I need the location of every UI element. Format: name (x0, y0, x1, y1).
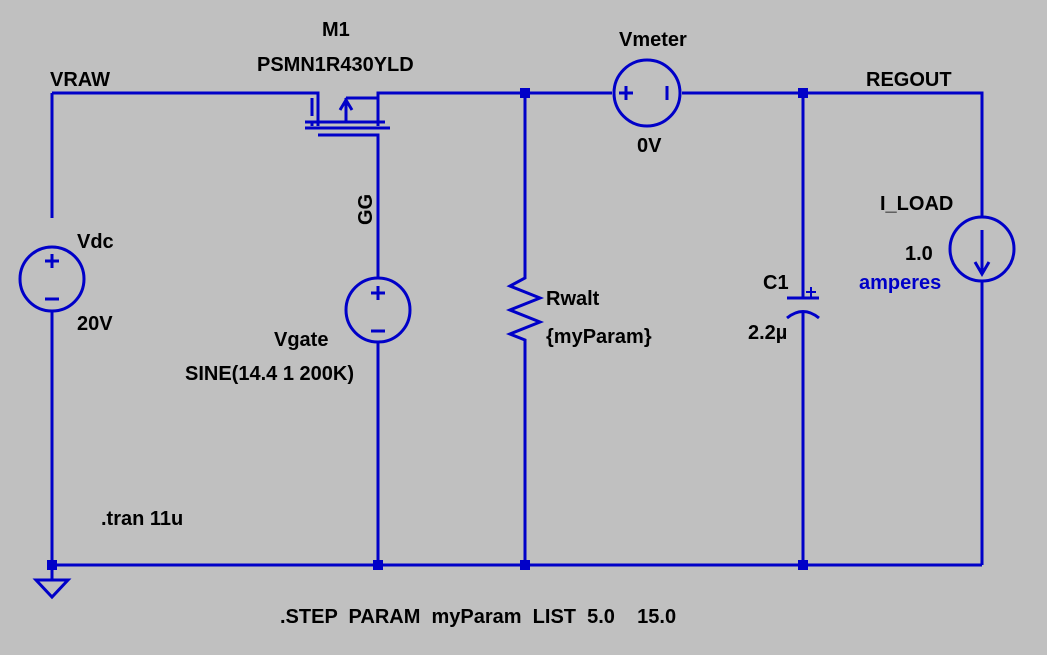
vmeter-ref-label: Vmeter (619, 29, 687, 51)
net-label-gg: GG (355, 194, 377, 225)
ground-symbol (32, 578, 72, 600)
resistor-rwalt[interactable] (505, 268, 545, 348)
mosfet-m1[interactable] (305, 96, 390, 130)
wire-gate-gg (318, 133, 380, 278)
c1-value-label: 2.2µ (748, 322, 787, 344)
wire-source-node (376, 91, 612, 126)
step-directive: .STEP PARAM myParam LIST 5.0 15.0 (280, 606, 676, 628)
junction-dot (520, 560, 530, 570)
junction-dot (798, 560, 808, 570)
junctions (47, 88, 808, 570)
wire-vraw-top (52, 91, 320, 126)
vgate-source-body (344, 276, 412, 344)
junction-dot (798, 88, 808, 98)
arrow-down-icon (973, 230, 991, 277)
junction-dot (47, 560, 57, 570)
i-load-value-label: 1.0 (905, 243, 933, 265)
i-load-unit-label: amperes (859, 272, 941, 294)
i-load-ref-label: I_LOAD (880, 193, 953, 215)
vgate-value-label: SINE(14.4 1 200K) (185, 363, 354, 385)
labels: VRAW REGOUT GG M1 PSMN1R430YLD Vmeter 0V… (50, 19, 953, 628)
wires (50, 91, 984, 580)
capacitor-c1[interactable] (786, 287, 820, 320)
junction-dot (373, 560, 383, 570)
rwalt-value-label: {myParam} (546, 326, 652, 348)
plus-icon (371, 286, 385, 300)
m1-ref-label: M1 (322, 19, 350, 41)
rwalt-ref-label: Rwalt (546, 288, 600, 310)
vmeter-source-body (612, 58, 682, 128)
vdc-value-label: 20V (77, 313, 113, 335)
capacitor-plate-bottom (786, 310, 820, 320)
net-label-regout: REGOUT (866, 69, 952, 91)
vmeter-value-label: 0V (637, 135, 662, 157)
vgate-ref-label: Vgate (274, 329, 328, 351)
junction-dot (520, 88, 530, 98)
tran-directive: .tran 11u (101, 508, 183, 530)
vdc-source[interactable] (18, 245, 86, 313)
vdc-source-body (18, 245, 86, 313)
vmeter-source[interactable] (612, 58, 682, 128)
m1-value-label: PSMN1R430YLD (257, 54, 414, 76)
i-load-source[interactable] (948, 215, 1016, 283)
c1-ref-label: C1 (763, 272, 789, 294)
vgate-source[interactable] (344, 276, 412, 344)
plus-icon (619, 86, 633, 100)
vdc-ref-label: Vdc (77, 231, 114, 253)
plus-icon (806, 287, 816, 297)
arrow-up-icon (338, 97, 354, 111)
wire-regout (682, 91, 984, 218)
net-label-vraw: VRAW (50, 69, 110, 91)
plus-icon (45, 254, 59, 268)
